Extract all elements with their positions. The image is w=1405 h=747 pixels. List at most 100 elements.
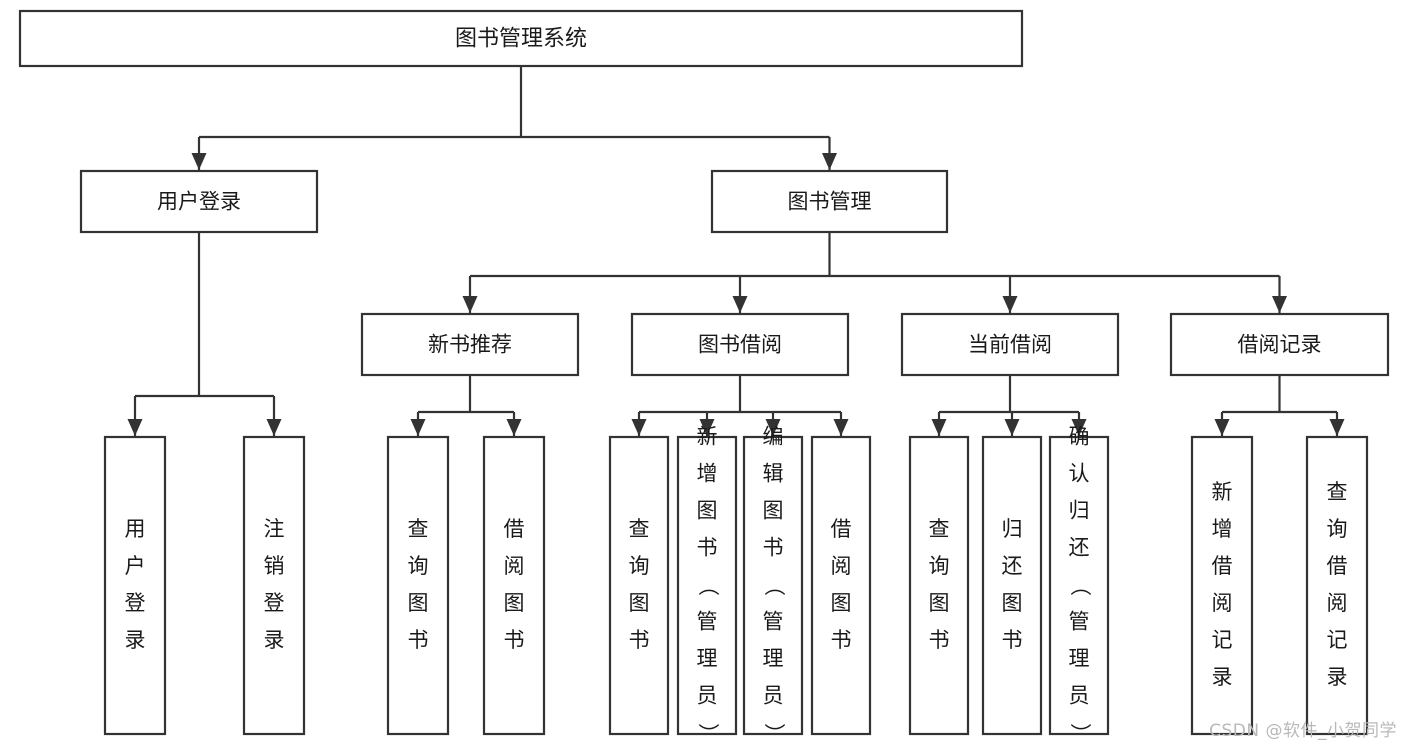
node-label-char: 图 (629, 591, 650, 615)
node-box (103, 435, 167, 736)
arrow-head-icon (462, 296, 478, 313)
node-label-char: 管 (697, 610, 718, 634)
level1-node-book-management[interactable]: 图书管理 (710, 169, 949, 234)
node-label-char: 录 (1327, 665, 1348, 689)
arrow-head-icon (410, 419, 426, 436)
arrow-head-icon (1329, 419, 1345, 436)
node-label-char: 还 (1069, 536, 1090, 560)
arrow-head-icon (266, 419, 282, 436)
arrow-head-icon (1071, 419, 1087, 436)
node-label-char: 员 (697, 684, 718, 708)
node-box (79, 169, 319, 234)
node-label-char: 借 (1327, 554, 1348, 578)
level2-node-borrow-record[interactable]: 借阅记录 (1169, 312, 1390, 377)
node-label: 借阅记录 (1238, 333, 1322, 357)
node-label-char: 归 (1002, 517, 1023, 541)
node-label-char: 录 (125, 628, 146, 652)
node-box (908, 435, 970, 736)
arrow-head-icon (191, 153, 207, 170)
leaf-node-leaf-user-login[interactable]: 用户登录 (103, 435, 167, 736)
level2-node-current-borrow[interactable]: 当前借阅 (900, 312, 1120, 377)
node-label-char: 查 (629, 517, 650, 541)
node-label-char: 阅 (504, 554, 525, 578)
level2-node-book-borrow[interactable]: 图书借阅 (630, 312, 850, 377)
node-label-char: 户 (125, 554, 146, 578)
node-label-char: 登 (264, 591, 285, 615)
arrow-head-icon (1004, 419, 1020, 436)
arrow-head-icon (1214, 419, 1230, 436)
node-label-char: 员 (763, 684, 784, 708)
node-label-char: 阅 (1327, 591, 1348, 615)
node-label-char: 询 (1327, 517, 1348, 541)
node-label-char: 注 (264, 517, 285, 541)
node-box (386, 435, 450, 736)
node-label-char: 录 (1212, 665, 1233, 689)
node-label-char: 借 (1212, 554, 1233, 578)
node-label-char: ） (762, 723, 786, 744)
node-box (1190, 435, 1254, 736)
node-label-char: ） (696, 723, 720, 744)
node-label-char: 借 (504, 517, 525, 541)
node-label-char: 书 (763, 536, 784, 560)
node-label-char: 辑 (763, 462, 784, 486)
node-label-char: 书 (504, 628, 525, 652)
level1-node-user-login[interactable]: 用户登录 (79, 169, 319, 234)
arrow-head-icon (931, 419, 947, 436)
node-label-char: 管 (1069, 610, 1090, 634)
node-label: 图书管理系统 (455, 27, 587, 52)
node-box (1048, 435, 1110, 736)
node-layer: 图书管理系统用户登录图书管理新书推荐图书借阅当前借阅借阅记录用户登录注销登录查询… (18, 9, 1390, 745)
node-box (1169, 312, 1390, 377)
node-label-char: 增 (1212, 517, 1233, 541)
level2-node-new-book-recommend[interactable]: 新书推荐 (360, 312, 580, 377)
node-label-char: 管 (763, 610, 784, 634)
node-label-char: 增 (697, 462, 718, 486)
node-label-char: 归 (1069, 499, 1090, 523)
root-node-undefined[interactable]: 图书管理系统 (18, 9, 1024, 68)
node-label-char: 书 (408, 628, 429, 652)
node-label-char: 图 (504, 591, 525, 615)
node-label-char: 查 (1327, 480, 1348, 504)
connector-layer (127, 66, 1345, 436)
node-box (1305, 435, 1369, 736)
node-box (630, 312, 850, 377)
arrow-head-icon (732, 296, 748, 313)
arrow-head-icon (822, 153, 837, 170)
node-label-char: 阅 (1212, 591, 1233, 615)
node-label-char: 员 (1069, 684, 1090, 708)
node-label-char: 编 (763, 425, 784, 449)
node-box (18, 9, 1024, 68)
node-label-char: 新 (1212, 480, 1233, 504)
node-label-char: 图 (929, 591, 950, 615)
node-box (608, 435, 670, 736)
node-label-char: 图 (1002, 591, 1023, 615)
node-label-char: （ (1068, 575, 1092, 596)
node-label: 当前借阅 (968, 333, 1052, 357)
node-label-char: 书 (1002, 628, 1023, 652)
node-label-char: 书 (831, 628, 852, 652)
node-label-char: 图 (408, 591, 429, 615)
node-label: 用户登录 (157, 190, 241, 214)
node-label-char: （ (762, 575, 786, 596)
node-box (710, 169, 949, 234)
node-label-char: 记 (1327, 628, 1348, 652)
